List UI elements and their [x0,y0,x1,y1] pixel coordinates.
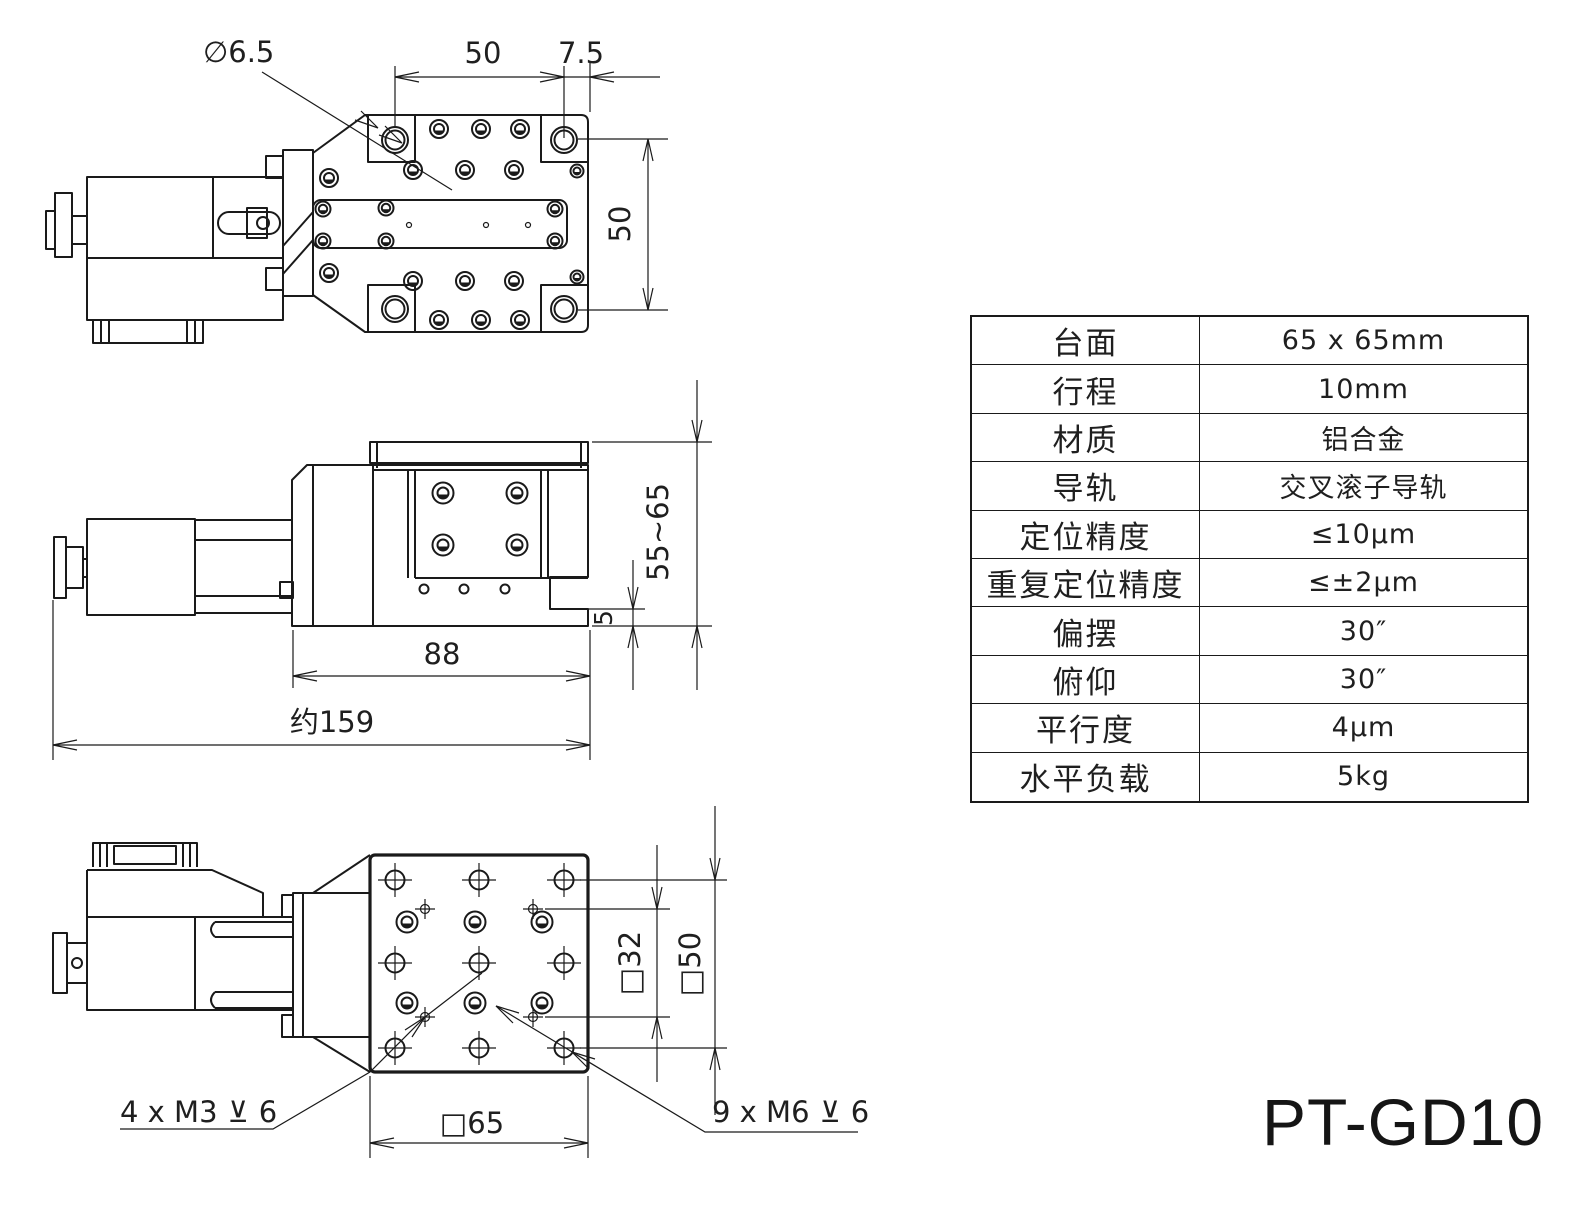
side-view-dim-total: 约159 [290,705,374,739]
spec-value-cell: 65 x 65mm [1200,317,1527,366]
spec-label-cell: 水平负载 [972,752,1200,801]
bottom-view: □32 □50 □65 4 x M3⊻6 9 x M6⊻6 [52,806,869,1158]
depth-symbol-icon: ⊻ [228,1095,249,1129]
spec-label-cell: 台面 [972,317,1200,366]
spec-value-cell: ≤±2μm [1200,559,1527,608]
side-view-dim-body: 88 [424,637,461,671]
spec-value-cell: 交叉滚子导轨 [1200,462,1527,511]
side-view-dim-step: 5 [589,610,618,626]
model-title: PT-GD10 [1262,1085,1545,1159]
top-view-dim-height: 50 [603,206,637,243]
spec-value-cell: 4μm [1200,704,1527,753]
spec-value-cell: 铝合金 [1200,414,1527,463]
top-view-diameter-label: ∅6.5 [203,35,274,69]
spec-label-cell: 平行度 [972,704,1200,753]
top-view: 50 7.5 50 ∅6.5 [45,35,668,344]
spec-value-cell: ≤10μm [1200,511,1527,559]
bottom-view-dim-square65: □65 [440,1106,504,1140]
spec-table: 台面 65 x 65mm 行程 10mm 材质 铝合金 导轨 交叉滚子导轨 定位… [970,315,1529,803]
spec-label-cell: 定位精度 [972,510,1200,559]
bottom-view-m6-note: 9 x M6⊻6 [712,1095,869,1129]
spec-label-cell: 行程 [972,365,1200,414]
top-view-dim-width: 50 [465,36,502,70]
side-view-dim-height-range: 55~65 [641,483,675,581]
spec-label-cell: 偏摆 [972,607,1200,656]
spec-value-cell: 5kg [1337,761,1390,793]
top-view-dim-offset: 7.5 [558,36,604,70]
spec-label-cell: 重复定位精度 [972,559,1200,608]
spec-label-cell: 材质 [972,413,1200,463]
bottom-view-dim-square32: □32 [613,931,647,995]
bottom-view-dim-square50: □50 [673,932,707,996]
spec-value-cell: 30″ [1200,607,1527,656]
depth-symbol-icon: ⊻ [820,1095,841,1129]
bottom-view-m3-note: 4 x M3⊻6 [120,1095,277,1129]
spec-value-cell: 30″ [1200,656,1527,705]
spec-value-cell: 10mm [1200,365,1527,414]
spec-label-cell: 俯仰 [972,655,1200,705]
spec-label-cell: 导轨 [972,462,1200,511]
side-view: 55~65 5 88 约159 [52,380,712,760]
